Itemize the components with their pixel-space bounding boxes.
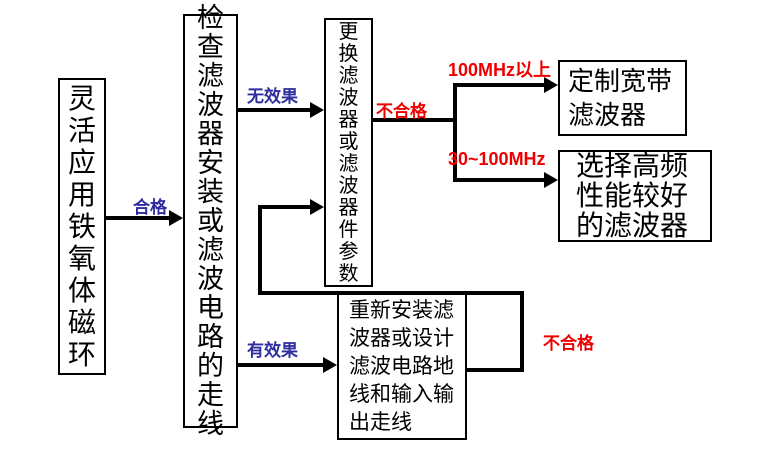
- connector-loop-entry-line: [258, 205, 311, 209]
- node-reinstall-redesign: 重新安装滤 波器或设计 滤波电路地 线和输入输 出走线: [337, 293, 467, 440]
- node-reinstall-redesign-text: 重新安装滤 波器或设计 滤波电路地 线和输入输 出走线: [349, 298, 454, 434]
- connector-unqualified1-line: [373, 118, 455, 122]
- edge-label-above-100mhz: 100MHz以上: [448, 60, 552, 80]
- connector-loop-left-line: [258, 205, 262, 295]
- node-select-high-freq-filter: 选择高频 性能较好 的滤波器: [558, 150, 712, 242]
- arrowhead-qualified-icon: [169, 210, 183, 226]
- node-check-filter-install: 检查滤波器安装或滤波电路的走线: [183, 3, 238, 438]
- node-custom-broadband-filter: 定制宽带 滤波器: [558, 60, 687, 136]
- edge-label-unqualified-1: 不合格: [376, 102, 427, 121]
- arrowhead-no-effect-icon: [310, 102, 324, 118]
- connector-loop-middle-line: [258, 291, 524, 295]
- node-ferrite-ring-text: 灵活应用铁氧体磁环: [67, 82, 96, 370]
- connector-30-100mhz-line: [453, 178, 545, 182]
- node-select-high-freq-filter-text: 选择高频 性能较好 的滤波器: [576, 150, 689, 241]
- connector-loop-right-line: [520, 291, 524, 372]
- arrowhead-effective-icon: [323, 357, 337, 373]
- arrowhead-loop-icon: [310, 199, 324, 215]
- node-replace-filter: 更换滤波器或滤波器件参数: [324, 18, 373, 287]
- connector-above-100mhz-line: [453, 83, 545, 87]
- edge-label-30-100mhz: 30~100MHz: [448, 149, 546, 169]
- edge-label-effective: 有效果: [247, 341, 298, 360]
- node-replace-filter-text: 更换滤波器或滤波器件参数: [338, 20, 359, 285]
- connector-effective-line: [238, 363, 324, 367]
- edge-label-no-effect: 无效果: [247, 87, 298, 106]
- connector-loop-bottom-line: [467, 368, 524, 372]
- connector-qualified-line: [106, 216, 170, 220]
- node-check-filter-install-text: 检查滤波器安装或滤波电路的走线: [196, 2, 224, 439]
- arrowhead-above-100mhz-icon: [544, 77, 558, 93]
- node-ferrite-ring: 灵活应用铁氧体磁环: [58, 78, 106, 375]
- connector-branch-junction-line: [453, 83, 457, 182]
- node-custom-broadband-filter-text: 定制宽带 滤波器: [568, 66, 673, 130]
- connector-no-effect-line: [238, 108, 311, 112]
- edge-label-qualified: 合格: [133, 198, 167, 217]
- edge-label-unqualified-2: 不合格: [543, 334, 594, 353]
- arrowhead-30-100mhz-icon: [544, 172, 558, 188]
